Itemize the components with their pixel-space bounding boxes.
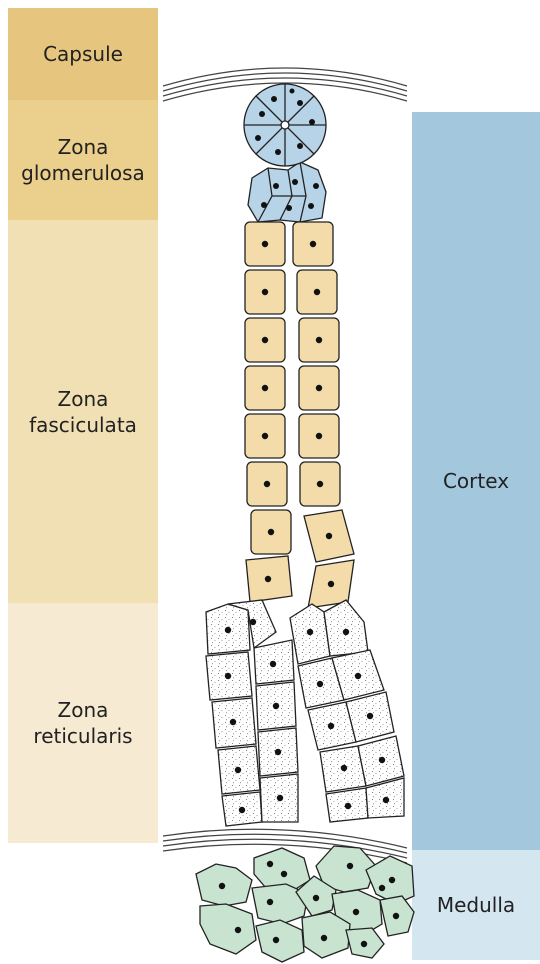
fasciculata-cells <box>245 222 354 608</box>
reticularis-cells <box>206 600 404 826</box>
medulla-cells <box>196 846 414 962</box>
glomerulosa-cells <box>244 84 326 222</box>
